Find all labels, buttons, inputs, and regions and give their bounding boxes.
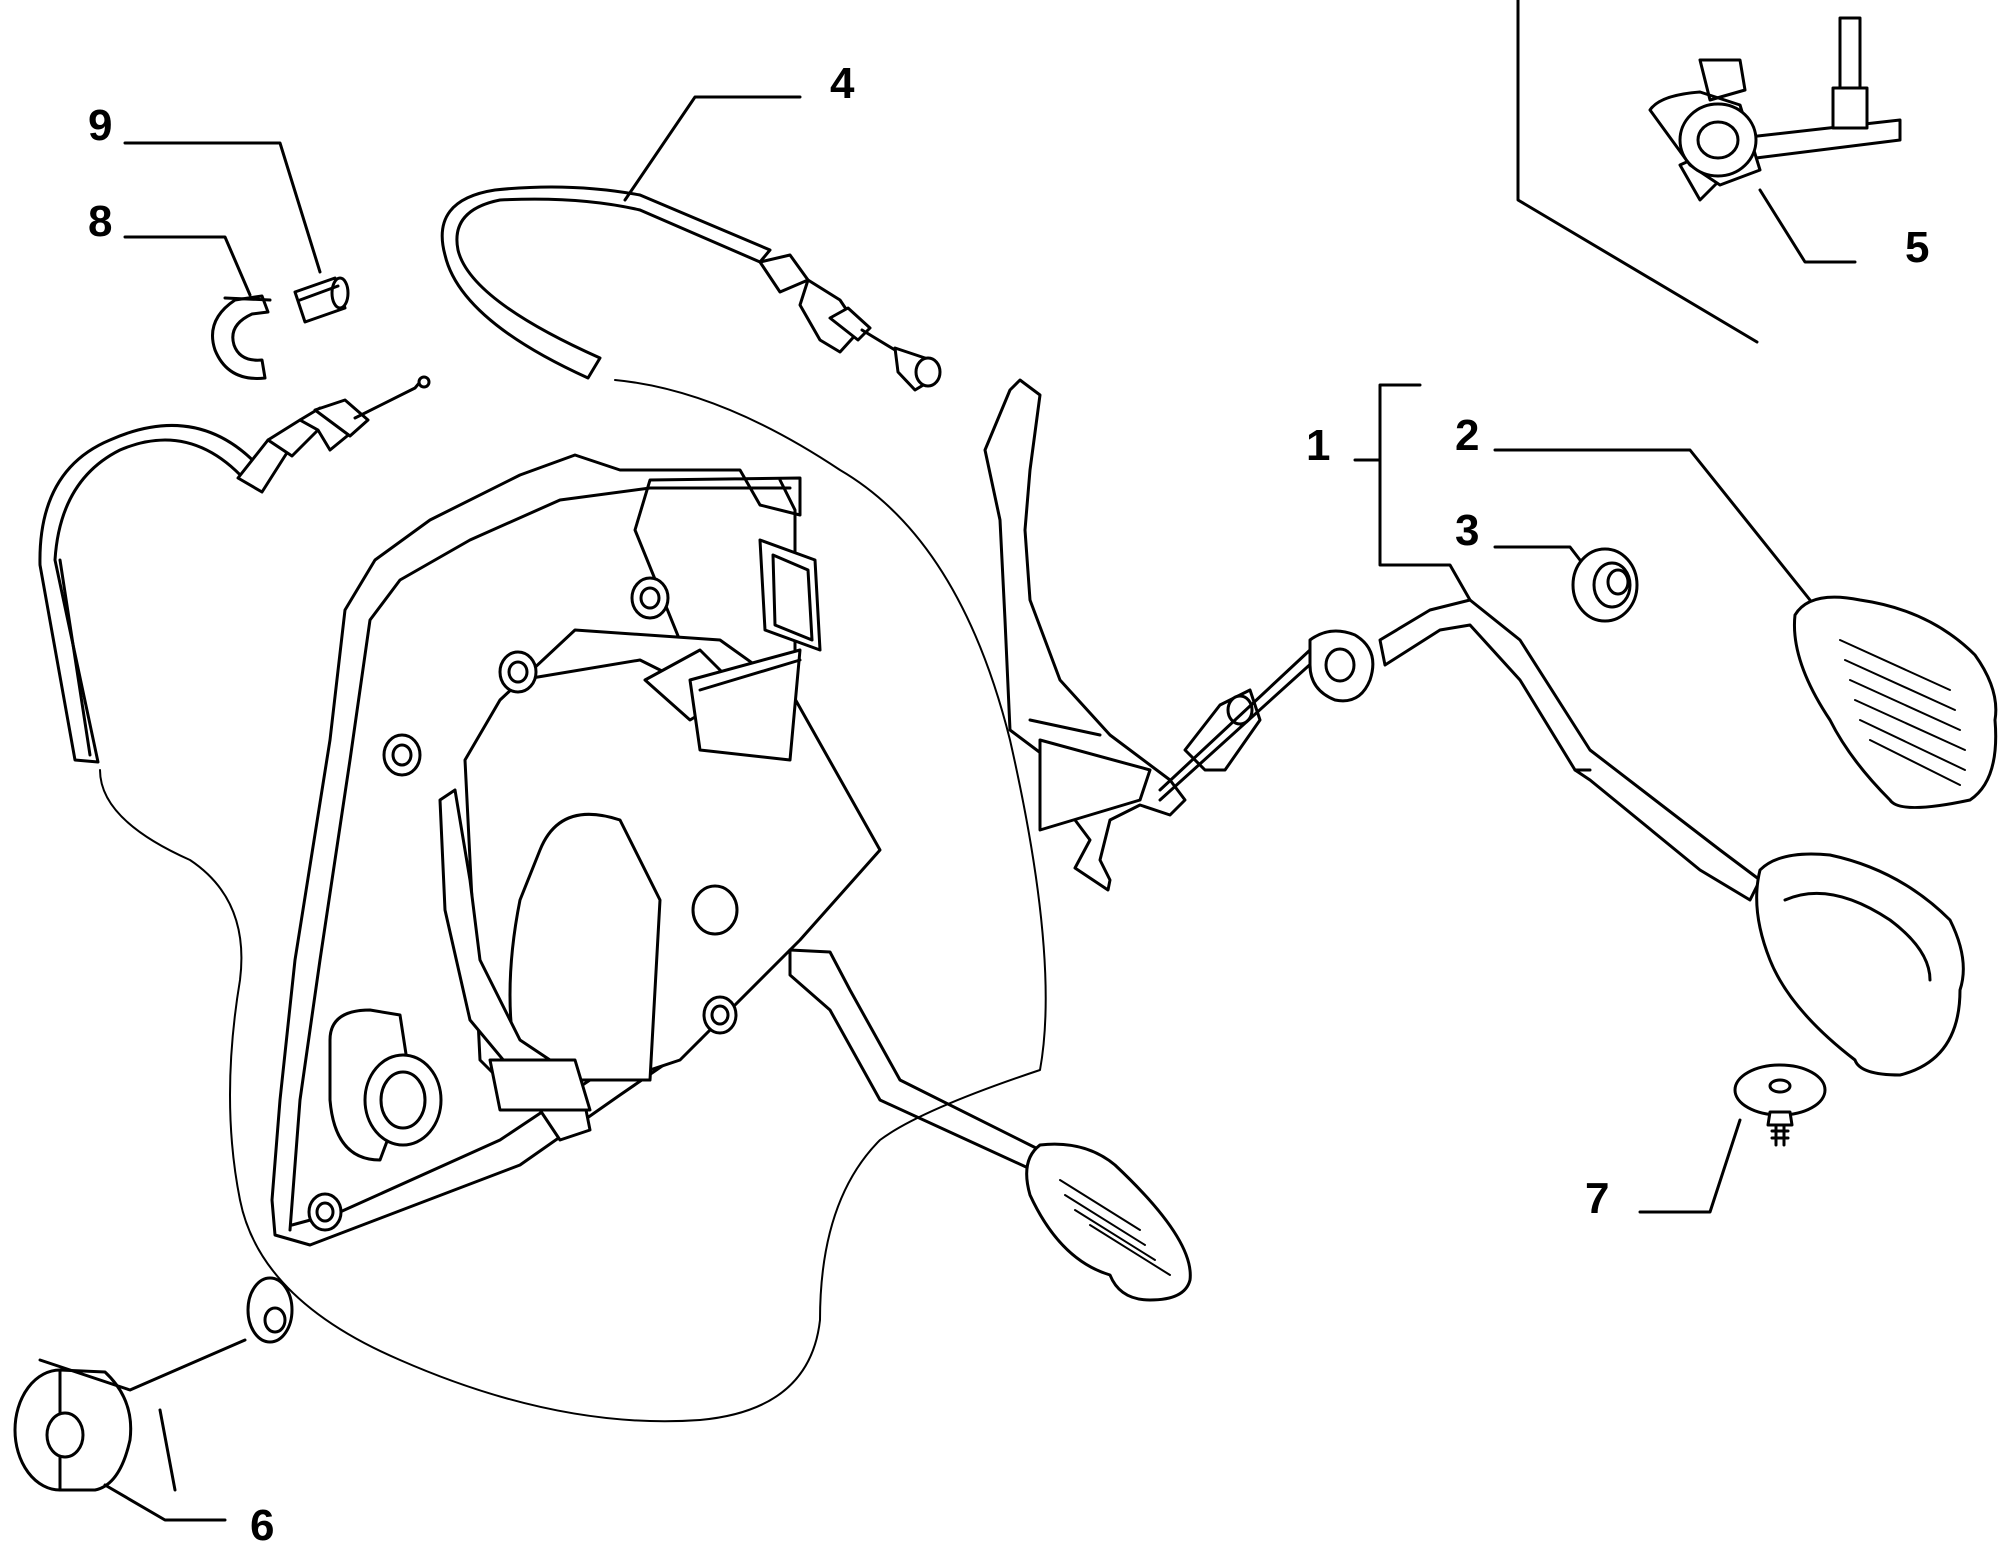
- part-label-4: 4: [830, 59, 855, 108]
- part-9-bush: [293, 276, 350, 324]
- inset-frame: [1516, 0, 1759, 344]
- pedal-box-bracket: [270, 453, 882, 1247]
- part-label-9: 9: [88, 101, 112, 150]
- brake-pedal-pad: [1755, 852, 1965, 1077]
- part-label-2: 2: [1455, 411, 1479, 460]
- part-label-1: 1: [1306, 421, 1330, 470]
- part-1-accelerator-pedal-arm: [983, 378, 1762, 902]
- part-label-5: 5: [1905, 223, 1929, 272]
- clutch-cable-left: [38, 375, 431, 764]
- part-3-bush: [1571, 547, 1639, 623]
- part-5-sensor-bracket: [1648, 16, 1902, 202]
- part-label-3: 3: [1455, 506, 1479, 555]
- part-label-7: 7: [1585, 1174, 1609, 1223]
- part-6-bush-washer: [13, 1276, 294, 1492]
- assembly-contour-outline: [99, 379, 1047, 1423]
- part-4-accelerator-cable: [440, 185, 942, 392]
- part-label-8: 8: [88, 197, 112, 246]
- part-label-6: 6: [250, 1501, 274, 1549]
- part-7-pedal-stop: [1733, 1063, 1827, 1147]
- part-2-pedal-pad-rubber: [1792, 595, 1998, 809]
- part-8-circlip: [211, 294, 272, 380]
- clutch-pedal-arm: [788, 948, 1192, 1302]
- leader-lines: [38, 95, 1857, 1522]
